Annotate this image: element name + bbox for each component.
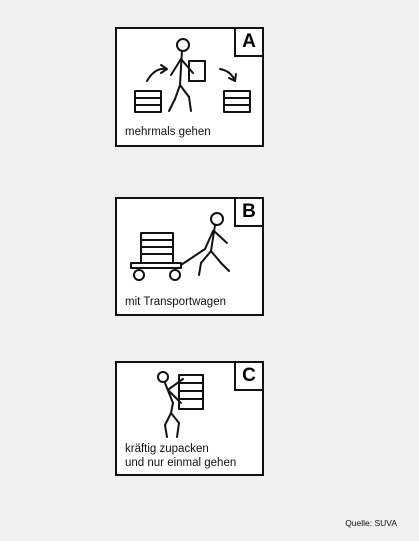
- panel-letter-a: A: [234, 29, 262, 57]
- panel-letter-b: B: [234, 199, 262, 227]
- walking-multiple-trips-illustration: [134, 38, 251, 113]
- box-stack-left: [134, 90, 162, 113]
- wheel-right: [169, 269, 181, 281]
- person-head: [176, 38, 190, 52]
- panel-caption-a: mehrmals gehen: [125, 126, 211, 138]
- person-head: [157, 371, 169, 383]
- cart-handle: [180, 248, 206, 266]
- source-credit: Quelle: SUVA: [345, 518, 397, 528]
- panel-a: A mehrmals gehen: [115, 27, 264, 147]
- carry-once-illustration: [157, 371, 204, 438]
- cart-platform: [130, 262, 182, 269]
- person-head: [210, 212, 224, 226]
- panel-caption-b: mit Transportwagen: [125, 296, 226, 308]
- panel-letter-c: C: [234, 363, 262, 391]
- transport-cart-illustration: [130, 212, 230, 281]
- box-stack-right: [223, 90, 251, 113]
- wheel-left: [133, 269, 145, 281]
- panel-caption-c: kräftig zupacken und nur einmal gehen: [125, 443, 237, 469]
- panel-b: B mit Transportwagen: [115, 197, 264, 316]
- carried-box: [188, 60, 206, 82]
- panel-c: C kräftig zupacken und nur einmal gehen: [115, 361, 264, 476]
